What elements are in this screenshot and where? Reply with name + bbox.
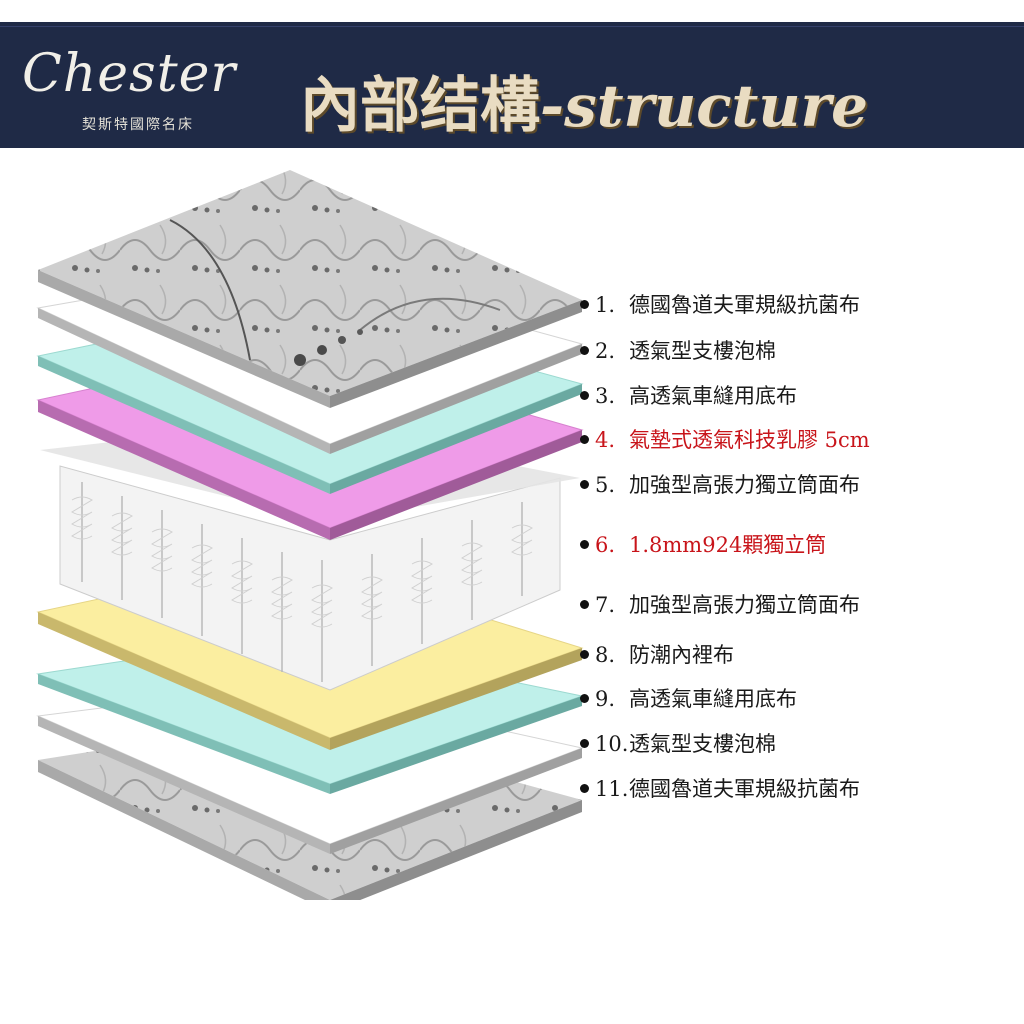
layer-illustration	[36, 170, 584, 900]
bullet-dot	[580, 694, 589, 703]
bullet-dot	[580, 600, 589, 609]
legend-item-6: 6.1.8mm924顆獨立筒	[580, 530, 826, 560]
bullet-dot	[580, 540, 589, 549]
legend-label: 加強型高張力獨立筒面布	[629, 593, 860, 617]
mattress-structure-diagram: 1.德國魯道夫軍規級抗菌布 2.透氣型支樓泡棉 3.高透氣車縫用底布 4.氣墊式…	[0, 160, 1024, 900]
title-english: -structure	[540, 72, 868, 140]
page-title: 內部结構-structure	[300, 66, 868, 146]
header-banner: Chester 契斯特國際名床 內部结構-structure	[0, 22, 1024, 148]
brand-logo: Chester 契斯特國際名床	[22, 40, 252, 140]
legend-label: 氣墊式透氣科技乳膠 5cm	[629, 428, 870, 452]
header-divider	[0, 26, 1024, 27]
layer-6-pocket-springs	[59, 465, 561, 691]
legend-label: 德國魯道夫軍規級抗菌布	[629, 777, 860, 801]
legend-label: 1.8mm924顆獨立筒	[629, 533, 827, 557]
legend-item-3: 3.高透氣車縫用底布	[580, 381, 797, 411]
logo-script-text: Chester	[22, 44, 237, 104]
title-chinese: 內部结構	[300, 71, 540, 141]
bullet-dot	[580, 435, 589, 444]
legend-label: 防潮內裡布	[629, 643, 734, 667]
bullet-dot	[580, 739, 589, 748]
bullet-dot	[580, 480, 589, 489]
bullet-dot	[580, 784, 589, 793]
bullet-dot	[580, 391, 589, 400]
legend-item-2: 2.透氣型支樓泡棉	[580, 336, 776, 366]
bullet-dot	[580, 346, 589, 355]
bullet-dot	[580, 300, 589, 309]
legend-item-10: 10.透氣型支樓泡棉	[580, 729, 776, 759]
legend-label: 高透氣車縫用底布	[629, 384, 797, 408]
legend-label: 透氣型支樓泡棉	[629, 339, 776, 363]
legend-item-4: 4.氣墊式透氣科技乳膠 5cm	[580, 425, 870, 455]
logo-subtitle: 契斯特國際名床	[82, 117, 194, 133]
legend-item-8: 8.防潮內裡布	[580, 640, 734, 670]
legend-item-5: 5.加強型高張力獨立筒面布	[580, 470, 860, 500]
legend-label: 高透氣車縫用底布	[629, 687, 797, 711]
legend-label: 德國魯道夫軍規級抗菌布	[629, 293, 860, 317]
legend-item-1: 1.德國魯道夫軍規級抗菌布	[580, 290, 860, 320]
bullet-dot	[580, 650, 589, 659]
legend-label: 透氣型支樓泡棉	[629, 732, 776, 756]
legend-item-7: 7.加強型高張力獨立筒面布	[580, 590, 860, 620]
layer-1-fabric	[38, 170, 582, 408]
legend-item-11: 11.德國魯道夫軍規級抗菌布	[580, 774, 860, 804]
legend-label: 加強型高張力獨立筒面布	[629, 473, 860, 497]
legend-item-9: 9.高透氣車縫用底布	[580, 684, 797, 714]
